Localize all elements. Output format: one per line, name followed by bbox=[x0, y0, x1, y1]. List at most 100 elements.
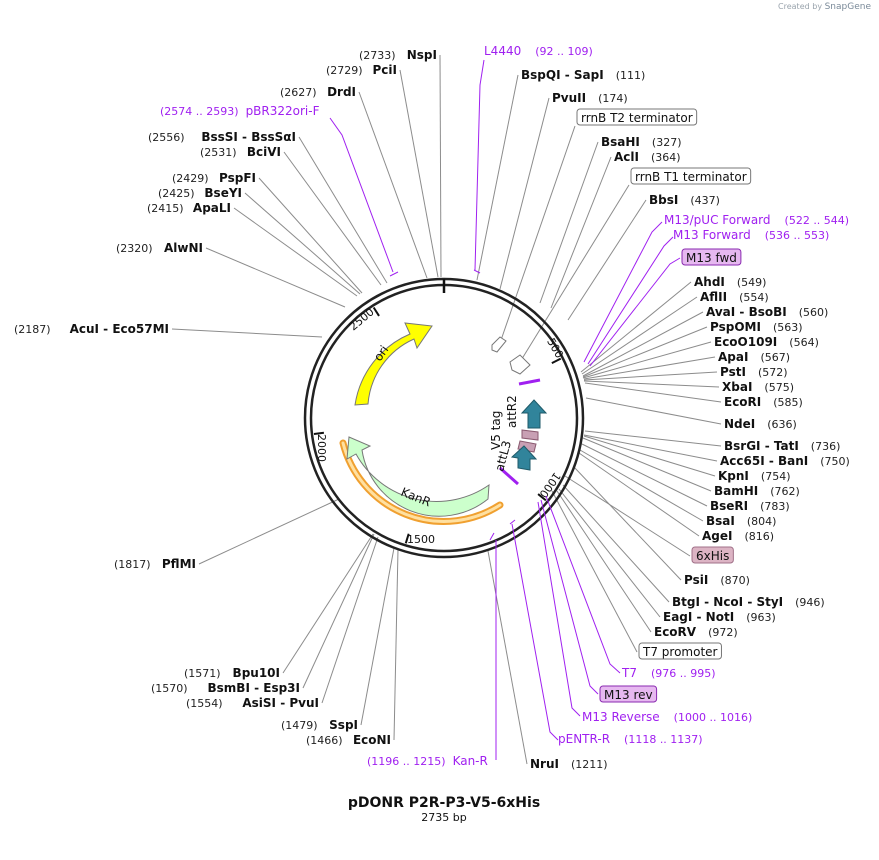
enzyme-position: (816) bbox=[744, 530, 774, 543]
enzyme-ecorv[interactable]: EcoRV(972) bbox=[654, 625, 738, 639]
enzyme-leader-line bbox=[360, 547, 395, 726]
enzyme-xbai[interactable]: XbaI(575) bbox=[722, 380, 794, 394]
rrnb-t2-label-box[interactable]: rrnB T2 terminator bbox=[576, 108, 698, 126]
enzyme-apali[interactable]: (2415)ApaLI bbox=[147, 201, 231, 215]
enzyme-name: BsmBI - Esp3I bbox=[208, 681, 300, 695]
attr2-arrow[interactable] bbox=[520, 399, 548, 429]
primer-m13-forward[interactable]: M13 Forward(536 .. 553) bbox=[673, 228, 829, 242]
primer-position: (1118 .. 1137) bbox=[624, 733, 703, 746]
enzyme-ecoo109i[interactable]: EcoO109I(564) bbox=[714, 335, 819, 349]
enzyme-position: (870) bbox=[720, 574, 750, 587]
primer-t7[interactable]: T7(976 .. 995) bbox=[621, 666, 716, 680]
enzyme-leader-line bbox=[583, 435, 716, 477]
enzyme-position: (2733) bbox=[359, 49, 396, 62]
enzyme-acli[interactable]: AclI(364) bbox=[614, 150, 681, 164]
enzyme-leader-line bbox=[578, 452, 700, 537]
bp-tick-mark bbox=[404, 533, 410, 544]
enzyme-btgi[interactable]: BtgI - NcoI - StyI(946) bbox=[672, 595, 825, 609]
enzyme-asisi[interactable]: (1554)AsiSI - PvuI bbox=[186, 696, 319, 710]
enzyme-acc65i[interactable]: Acc65I - BanI(750) bbox=[720, 454, 850, 468]
enzyme-leader-line bbox=[581, 443, 708, 507]
enzyme-name: PsiI bbox=[684, 573, 708, 587]
primer-name: L4440 bbox=[484, 44, 521, 58]
enzyme-avai[interactable]: AvaI - BsoBI(560) bbox=[706, 305, 828, 319]
enzyme-bseyi[interactable]: (2425)BseYI bbox=[158, 186, 242, 200]
enzyme-position: (364) bbox=[651, 151, 681, 164]
ori-arrow[interactable] bbox=[354, 322, 433, 406]
enzyme-pvuii[interactable]: PvuII(174) bbox=[552, 91, 628, 105]
enzyme-name: PciI bbox=[373, 63, 398, 77]
enzyme-pspomi[interactable]: PspOMI(563) bbox=[710, 320, 803, 334]
enzyme-pspfi[interactable]: (2429)PspFI bbox=[172, 171, 256, 185]
enzyme-bbsi[interactable]: BbsI(437) bbox=[649, 193, 720, 207]
enzyme-alwni[interactable]: (2320)AlwNI bbox=[116, 241, 203, 255]
primer-name: T7 bbox=[621, 666, 637, 680]
primer-m13-reverse[interactable]: M13 Reverse(1000 .. 1016) bbox=[582, 710, 752, 724]
enzyme-bsai[interactable]: BsaI(804) bbox=[706, 514, 776, 528]
enzyme-bseri[interactable]: BseRI(783) bbox=[710, 499, 790, 513]
enzyme-agei[interactable]: AgeI(816) bbox=[702, 529, 774, 543]
enzyme-bspqi[interactable]: BspQI - SapI(111) bbox=[521, 68, 645, 82]
enzyme-apai[interactable]: ApaI(567) bbox=[718, 350, 790, 364]
enzyme-drdi[interactable]: (2627)DrdI bbox=[280, 85, 356, 99]
primer-name: M13 Forward bbox=[673, 228, 751, 242]
enzyme-ecori[interactable]: EcoRI(585) bbox=[724, 395, 803, 409]
enzyme-position: (2556) bbox=[148, 131, 185, 144]
rrnb-t1-label-box[interactable]: rrnB T1 terminator bbox=[630, 167, 752, 185]
enzyme-leader-line bbox=[582, 341, 712, 379]
enzyme-pflmi[interactable]: (1817)PflMI bbox=[114, 557, 196, 571]
enzyme-position: (1211) bbox=[571, 758, 608, 771]
primer-position: (1196 .. 1215) bbox=[367, 755, 446, 768]
feature-box-frame bbox=[576, 108, 698, 126]
rrnb-t2-arrow bbox=[491, 336, 507, 353]
enzyme-bsmbi[interactable]: (1570)BsmBI - Esp3I bbox=[151, 681, 300, 695]
enzyme-eagi[interactable]: EagI - NotI(963) bbox=[663, 610, 776, 624]
enzyme-psii[interactable]: PsiI (870) bbox=[684, 573, 750, 587]
primer-l4440[interactable]: L4440(92 .. 109) bbox=[484, 44, 593, 58]
enzyme-sspi[interactable]: (1479)SspI bbox=[281, 718, 358, 732]
pentr-tick bbox=[509, 519, 516, 525]
enzyme-nspi[interactable]: (2733)NspI bbox=[359, 48, 437, 62]
primer-kan-r[interactable]: (1196 .. 1215)Kan-R bbox=[367, 754, 488, 768]
enzyme-position: (174) bbox=[598, 92, 628, 105]
primer-pentr-r[interactable]: pENTR-R (1118 .. 1137) bbox=[558, 732, 703, 746]
enzyme-name: EcoRI bbox=[724, 395, 761, 409]
attl3-arrow[interactable] bbox=[510, 445, 538, 471]
enzyme-aflii[interactable]: AflII(554) bbox=[700, 290, 769, 304]
enzyme-pcii[interactable]: (2729)PciI bbox=[326, 63, 397, 77]
enzyme-bsrgi[interactable]: BsrGI - TatI(736) bbox=[724, 439, 840, 453]
enzyme-bcivi[interactable]: (2531)BciVI bbox=[200, 145, 281, 159]
enzyme-bpu10i[interactable]: (1571)Bpu10I bbox=[184, 666, 280, 680]
primer-pbr322ori-f[interactable]: (2574 .. 2593)pBR322ori-F bbox=[160, 104, 320, 118]
enzyme-name: AflII bbox=[700, 290, 727, 304]
enzyme-ndei[interactable]: NdeI(636) bbox=[724, 417, 797, 431]
enzyme-nrui[interactable]: NruI(1211) bbox=[530, 757, 608, 771]
primer-name: pENTR-R bbox=[558, 732, 610, 746]
primer-m13-puc-forward[interactable]: M13/pUC Forward(522 .. 544) bbox=[664, 213, 849, 227]
enzyme-leader-line bbox=[358, 91, 428, 279]
enzyme-acui[interactable]: (2187)AcuI - Eco57MI bbox=[14, 322, 169, 336]
enzyme-name: BssSI - BssSαI bbox=[201, 130, 296, 144]
enzyme-bsahi[interactable]: BsaHI(327) bbox=[601, 135, 682, 149]
enzyme-leader-line bbox=[399, 69, 439, 278]
feature-leader-line bbox=[519, 184, 630, 363]
enzyme-position: (575) bbox=[764, 381, 794, 394]
enzyme-name: BsrGI - TatI bbox=[724, 439, 799, 453]
enzyme-leader-line bbox=[562, 484, 670, 603]
snapgene-brand: Created by SnapGene bbox=[778, 2, 871, 12]
feature-leader-line bbox=[564, 475, 691, 557]
m13-fwd-label-box[interactable]: M13 fwd bbox=[681, 248, 742, 266]
t7-promoter-label-box[interactable]: T7 promoter bbox=[638, 642, 722, 660]
enzyme-bamhi[interactable]: BamHI(762) bbox=[714, 484, 800, 498]
enzyme-econi[interactable]: (1466)EcoNI bbox=[306, 733, 391, 747]
enzyme-psti[interactable]: PstI(572) bbox=[720, 365, 788, 379]
enzyme-name: AlwNI bbox=[164, 241, 203, 255]
sixhis-label-box[interactable]: 6xHis bbox=[691, 546, 734, 564]
enzyme-kpni[interactable]: KpnI(754) bbox=[718, 469, 791, 483]
enzyme-name: ApaLI bbox=[193, 201, 231, 215]
enzyme-bsssi[interactable]: (2556) BssSI - BssSαI bbox=[148, 130, 296, 144]
enzyme-ahdi[interactable]: AhdI(549) bbox=[694, 275, 766, 289]
m13-rev-label-box[interactable]: M13 rev bbox=[599, 685, 658, 703]
kanr-arrow[interactable] bbox=[346, 436, 490, 517]
